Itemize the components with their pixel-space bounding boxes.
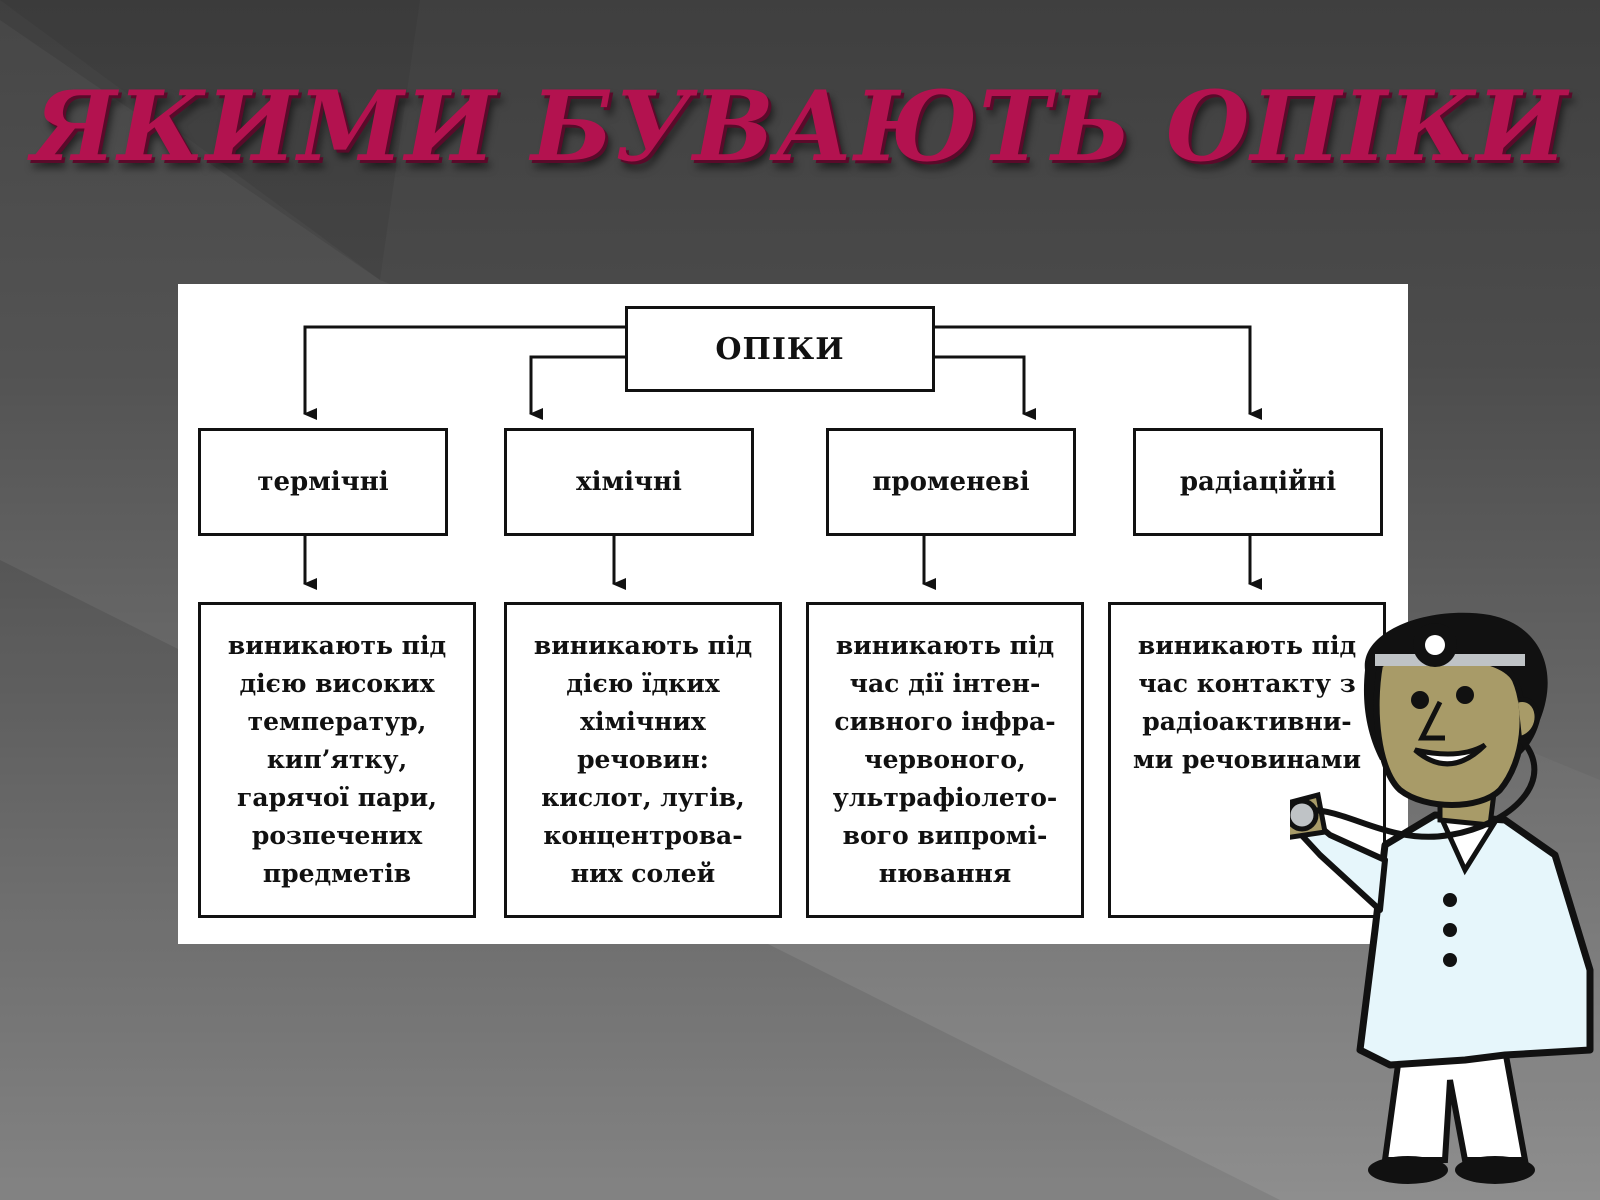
doctor-face xyxy=(1373,652,1526,808)
description-text: виникають під час дії інтен- сивного інф… xyxy=(832,631,1058,888)
description-box-chemical: виникають під дією їдких хімічних речови… xyxy=(504,602,782,918)
right-shoe-icon xyxy=(1455,1156,1535,1184)
arrow-root-to-radiation xyxy=(935,325,1262,420)
arrow-root-to-thermal xyxy=(303,325,625,420)
connector-arrows xyxy=(303,325,1262,590)
description-text: виникають під дією високих температур, к… xyxy=(227,631,447,888)
category-label: хімічні xyxy=(576,467,682,497)
description-box-radiant: виникають під час дії інтен- сивного інф… xyxy=(806,602,1084,918)
stethoscope-icon xyxy=(1309,735,1538,840)
nose-icon xyxy=(1417,700,1445,741)
category-box-radiant: променеві xyxy=(826,428,1076,536)
coat-button xyxy=(1443,923,1457,937)
category-label: термічні xyxy=(257,467,389,497)
coat-button xyxy=(1443,893,1457,907)
coat-button xyxy=(1443,953,1457,967)
left-shoe-icon xyxy=(1368,1156,1448,1184)
description-text: виникають під дією їдких хімічних речови… xyxy=(533,631,753,888)
category-box-chemical: хімічні xyxy=(504,428,754,536)
category-label: променеві xyxy=(872,467,1030,497)
category-box-thermal: термічні xyxy=(198,428,448,536)
root-box-burns: ОПІКИ xyxy=(625,306,935,392)
description-box-radiation: виникають під час контакту з радіоактивн… xyxy=(1108,602,1386,918)
slide-title: ЯКИМИ БУВАЮТЬ ОПІКИ xyxy=(31,70,1569,183)
smile-icon xyxy=(1413,742,1487,767)
right-eye-icon xyxy=(1456,686,1474,704)
description-text: виникають під час контакту з радіоактивн… xyxy=(1133,631,1361,774)
diagram-panel: ОПІКИ термічні хімічні променеві радіаці… xyxy=(178,284,1408,944)
category-box-radiation: радіаційні xyxy=(1133,428,1383,536)
category-label: радіаційні xyxy=(1179,467,1337,497)
root-label: ОПІКИ xyxy=(715,331,845,367)
doctor-clipart xyxy=(1290,612,1594,1184)
arrow-root-to-radiant xyxy=(935,355,1036,420)
arrow-root-to-chemical xyxy=(529,355,625,420)
left-eye-icon xyxy=(1411,691,1429,709)
description-box-thermal: виникають під дією високих температур, к… xyxy=(198,602,476,918)
